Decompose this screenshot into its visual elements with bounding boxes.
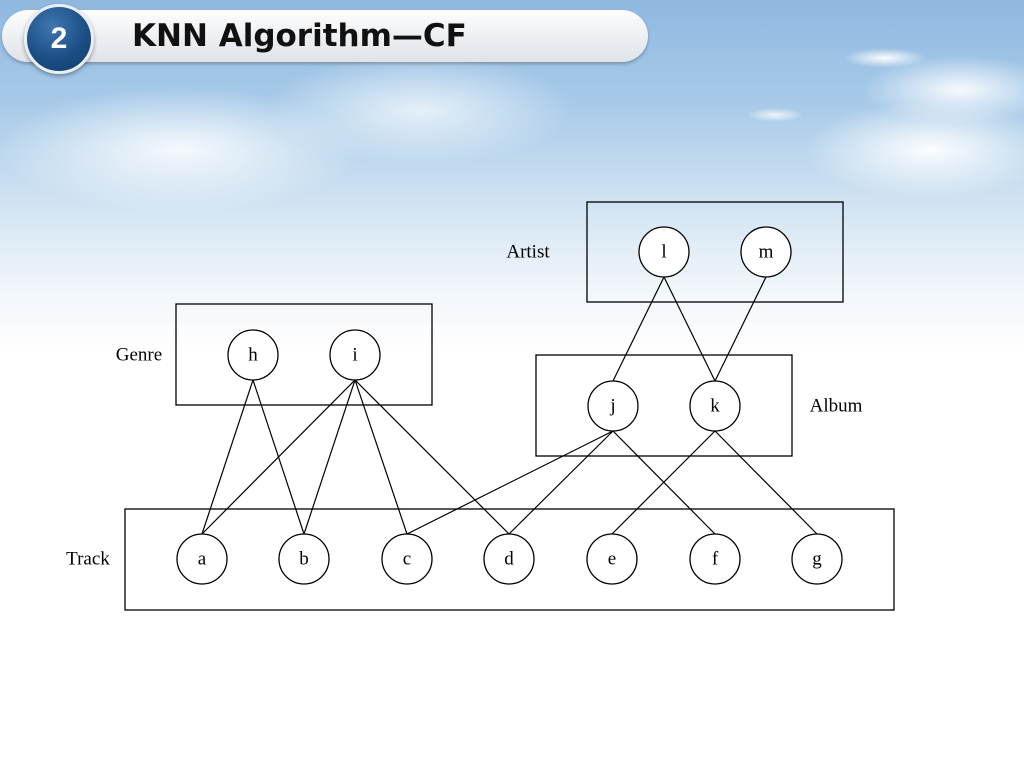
- genre-layer-box: [175, 303, 433, 406]
- edge-i-a: [201, 379, 356, 535]
- node-i: i: [329, 329, 381, 381]
- node-b: b: [278, 533, 330, 585]
- node-circle-h: [227, 329, 279, 381]
- edge-k-g: [714, 430, 818, 535]
- node-label-j: j: [609, 396, 615, 417]
- edge-i-d: [354, 379, 510, 535]
- edge-l-j: [612, 276, 665, 382]
- album-layer-box: [535, 354, 793, 457]
- node-circle-f: [689, 533, 741, 585]
- node-label-b: b: [299, 549, 309, 570]
- node-label-i: i: [352, 345, 357, 366]
- node-j: j: [587, 380, 639, 432]
- node-l: l: [638, 226, 690, 278]
- slide-number-badge: 2: [24, 4, 94, 74]
- node-label-m: m: [759, 242, 774, 263]
- album-layer-label: Album: [810, 396, 863, 417]
- node-label-f: f: [712, 549, 719, 570]
- node-circle-i: [329, 329, 381, 381]
- edge-i-b: [303, 379, 356, 535]
- node-g: g: [791, 533, 843, 585]
- node-e: e: [586, 533, 638, 585]
- node-f: f: [689, 533, 741, 585]
- node-label-d: d: [504, 549, 514, 570]
- node-circle-a: [176, 533, 228, 585]
- edge-k-e: [611, 430, 716, 535]
- slide-title: KNN Algorithm—CF: [132, 18, 467, 54]
- node-circle-l: [638, 226, 690, 278]
- node-c: c: [381, 533, 433, 585]
- edge-i-c: [354, 379, 408, 535]
- edge-h-a: [201, 379, 254, 535]
- node-label-g: g: [812, 549, 822, 570]
- track-layer-box: [124, 508, 895, 611]
- artist-layer-label: Artist: [506, 242, 550, 263]
- node-m: m: [740, 226, 792, 278]
- node-circle-e: [586, 533, 638, 585]
- node-label-l: l: [661, 242, 666, 263]
- node-circle-c: [381, 533, 433, 585]
- node-circle-j: [587, 380, 639, 432]
- node-k: k: [689, 380, 741, 432]
- node-label-k: k: [710, 396, 720, 417]
- node-circle-d: [483, 533, 535, 585]
- node-circle-b: [278, 533, 330, 585]
- node-circle-g: [791, 533, 843, 585]
- nodes: l m h i j k a b c d e f g: [176, 226, 843, 585]
- node-circle-k: [689, 380, 741, 432]
- node-circle-m: [740, 226, 792, 278]
- edge-m-k: [714, 276, 767, 382]
- edge-l-k: [663, 276, 716, 382]
- node-a: a: [176, 533, 228, 585]
- track-layer-label: Track: [66, 549, 110, 570]
- edges: [201, 276, 818, 535]
- node-d: d: [483, 533, 535, 585]
- node-label-a: a: [198, 549, 207, 570]
- genre-layer-label: Genre: [116, 345, 162, 366]
- edge-j-c: [406, 430, 614, 535]
- artist-layer-box: [586, 201, 844, 303]
- title-bar: [2, 10, 648, 62]
- node-label-h: h: [248, 345, 258, 366]
- edge-j-d: [508, 430, 614, 535]
- node-h: h: [227, 329, 279, 381]
- layer-boxes: [124, 201, 895, 611]
- node-label-e: e: [608, 549, 616, 570]
- node-label-c: c: [403, 549, 411, 570]
